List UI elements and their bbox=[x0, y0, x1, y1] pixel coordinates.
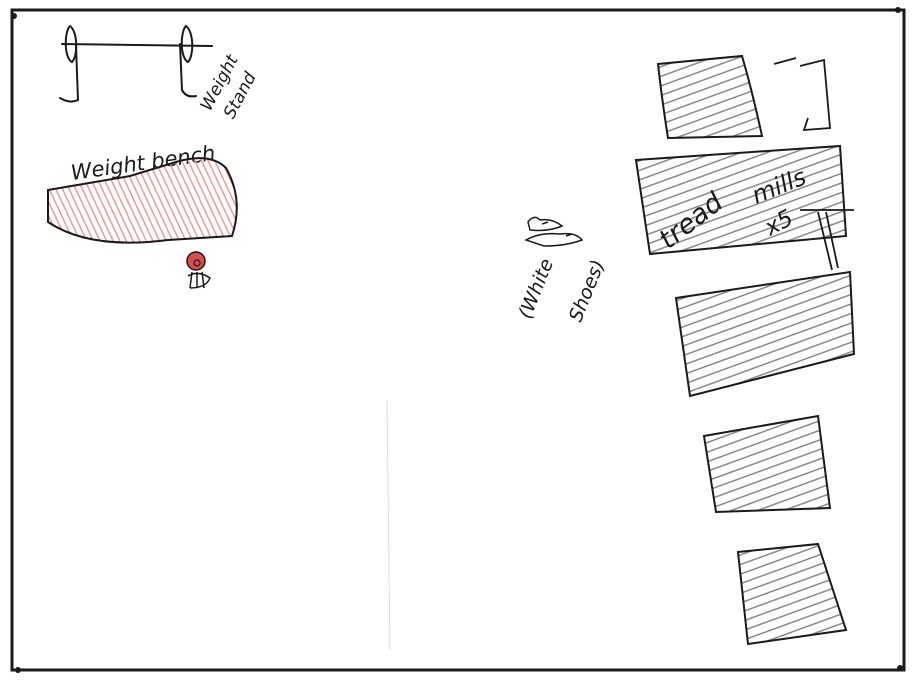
treadmill-2-rail bbox=[800, 209, 854, 271]
treadmill-5 bbox=[736, 542, 848, 646]
person-face-mark bbox=[193, 259, 201, 267]
svg-text:Weight Stand: Weight Stand bbox=[197, 47, 267, 126]
white-shoes-label-line-2: Shoes) bbox=[565, 257, 610, 325]
shoe-top bbox=[527, 216, 564, 232]
treadmill-1-handle bbox=[773, 57, 831, 132]
treadmill-4 bbox=[702, 414, 832, 514]
weight-stand-bar bbox=[61, 43, 213, 47]
treadmills bbox=[634, 54, 856, 646]
person-head bbox=[186, 251, 206, 271]
weight-stand-plate-left bbox=[64, 24, 78, 64]
weight-stand-plate-right bbox=[180, 24, 194, 64]
room-corner-dot bbox=[897, 665, 903, 671]
shoe-bottom bbox=[524, 232, 584, 247]
white-shoes bbox=[524, 216, 584, 247]
svg-text:(White Shoes): (White Shoes) bbox=[514, 239, 609, 340]
room-corner-dot bbox=[15, 667, 21, 673]
white-shoes-label-line-1: (White bbox=[514, 256, 558, 322]
person-body bbox=[187, 271, 211, 289]
room-corner-dot bbox=[895, 7, 901, 13]
room-border bbox=[10, 8, 906, 672]
paper-fold-line bbox=[386, 399, 391, 651]
treadmill-1 bbox=[656, 54, 764, 140]
treadmill-3 bbox=[674, 270, 856, 398]
weight-stand-leg-left bbox=[59, 45, 80, 103]
weight-stand bbox=[59, 24, 213, 103]
weight-stand-leg-right bbox=[179, 43, 197, 98]
treadmill-2 bbox=[634, 144, 848, 256]
shoe-laces bbox=[541, 221, 573, 237]
person-figure bbox=[186, 251, 211, 289]
room-corner-dot bbox=[11, 13, 17, 19]
weight-bench-shape bbox=[47, 157, 238, 244]
